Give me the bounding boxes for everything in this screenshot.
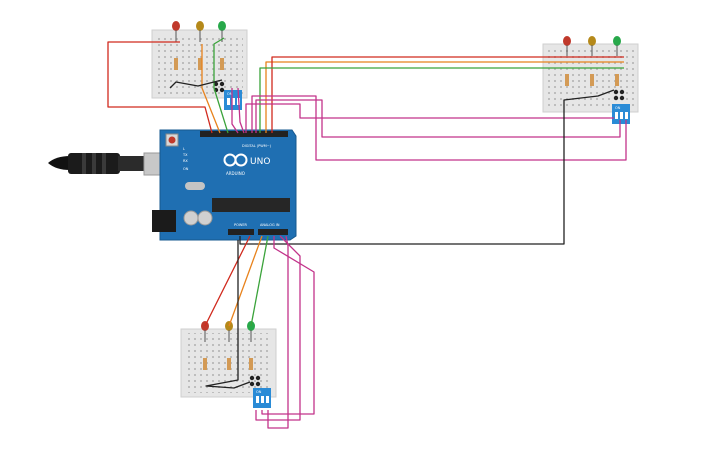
l-label: L [183,147,185,151]
breadboard-bottom[interactable]: ON [180,321,277,408]
wire-orange [265,61,624,133]
wire-red [271,56,624,133]
wire-magenta [245,103,614,133]
digital-header [200,131,288,137]
arduino-uno-board[interactable]: UNO ARDUINO DIGITAL (PWM~) POWER ANALOG … [152,129,297,241]
wire-magenta [261,236,315,415]
resistor [249,358,253,370]
wire-orange [201,44,221,134]
led-green [613,36,621,56]
wire-black [239,89,615,245]
wire-green [259,67,624,133]
wire-orange [228,235,263,327]
wire-green [250,235,269,327]
wire-magenta [267,235,289,429]
led-yellow [196,21,204,42]
dip-switch-label: ON [227,92,233,96]
breadboard-top-left[interactable]: ON [151,21,248,110]
led-green [218,21,226,42]
tx-label: TX [182,153,188,157]
analog-label: ANALOG IN [260,223,280,227]
breadboard-top-right[interactable]: ON [542,36,639,124]
wire-black [169,79,223,89]
rx-label: RX [183,159,188,163]
led-red [172,21,180,42]
push-buttons[interactable] [249,375,261,387]
resistor [590,74,594,86]
board-maker: ARDUINO [226,171,245,176]
board-brand: UNO [250,157,270,167]
dip-switch[interactable]: ON [253,388,271,408]
usb-cable [48,152,167,176]
capacitor-left [183,210,199,226]
power-label: POWER [234,223,248,227]
wire-magenta [237,87,245,134]
resistor [203,358,207,370]
dip-switch-label: ON [256,390,262,394]
wire-red [107,41,213,134]
on-label: ON [183,167,189,171]
power-jack [152,210,176,232]
push-buttons[interactable] [613,89,625,101]
power-header [228,229,254,235]
wire-black [205,240,251,389]
wire-red [204,235,251,327]
wire-magenta [231,88,239,134]
analog-header [258,229,288,235]
crystal [185,182,205,190]
resistor [615,74,619,86]
resistor [220,58,224,70]
microcontroller-chip [212,198,290,212]
capacitor-right [197,210,213,226]
led-yellow [588,36,596,56]
arduino-logo [223,153,248,167]
resistor [198,58,202,70]
wire-magenta [251,95,627,161]
wire-magenta [255,235,301,421]
led-red [563,36,571,56]
resistor [565,74,569,86]
dip-switch-label: ON [615,106,621,110]
digital-label: DIGITAL (PWM~) [242,144,272,148]
wire-green [213,37,229,134]
resistor [174,58,178,70]
dip-switch[interactable]: ON [612,104,630,124]
resistor [227,358,231,370]
